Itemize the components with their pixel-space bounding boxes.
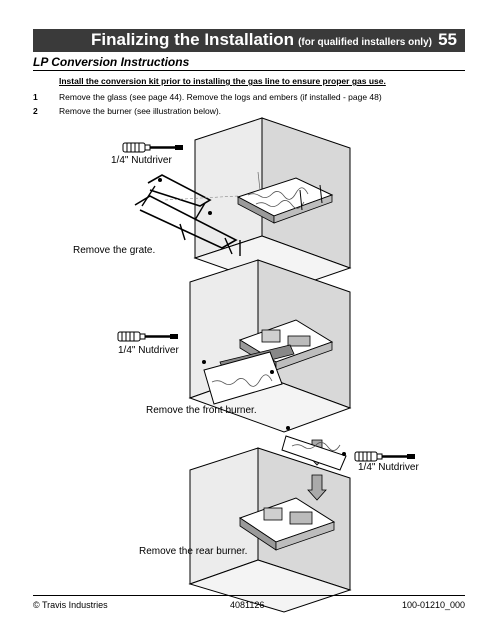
rear-burner-caption: Remove the rear burner. (139, 546, 248, 557)
footer-divider (33, 595, 465, 596)
rear-burner-figure (188, 426, 417, 613)
front-burner-tool-label: 1/4" Nutdriver (118, 345, 179, 356)
page-header: Finalizing the Installation(for qualifie… (33, 29, 465, 52)
front-burner-figure (116, 259, 352, 433)
front-burner-caption: Remove the front burner. (146, 405, 257, 416)
page-number: 55 (438, 30, 457, 49)
grate-caption: Remove the grate. (73, 245, 156, 256)
page-subtitle: (for qualified installers only) (298, 37, 432, 48)
page-title: Finalizing the Installation(for qualifie… (91, 30, 432, 49)
footer-part-number: 4081126 (230, 600, 265, 610)
footer-copyright: © Travis Industries (33, 600, 108, 610)
section-divider (33, 70, 465, 71)
footer-document-code: 100-01210_000 (401, 600, 465, 610)
grate-tool-label: 1/4" Nutdriver (111, 155, 172, 166)
grate-figure (121, 117, 352, 291)
section-title: LP Conversion Instructions (33, 55, 190, 69)
rear-burner-tool-label: 1/4" Nutdriver (358, 462, 419, 473)
warning-note: Install the conversion kit prior to inst… (59, 76, 386, 86)
